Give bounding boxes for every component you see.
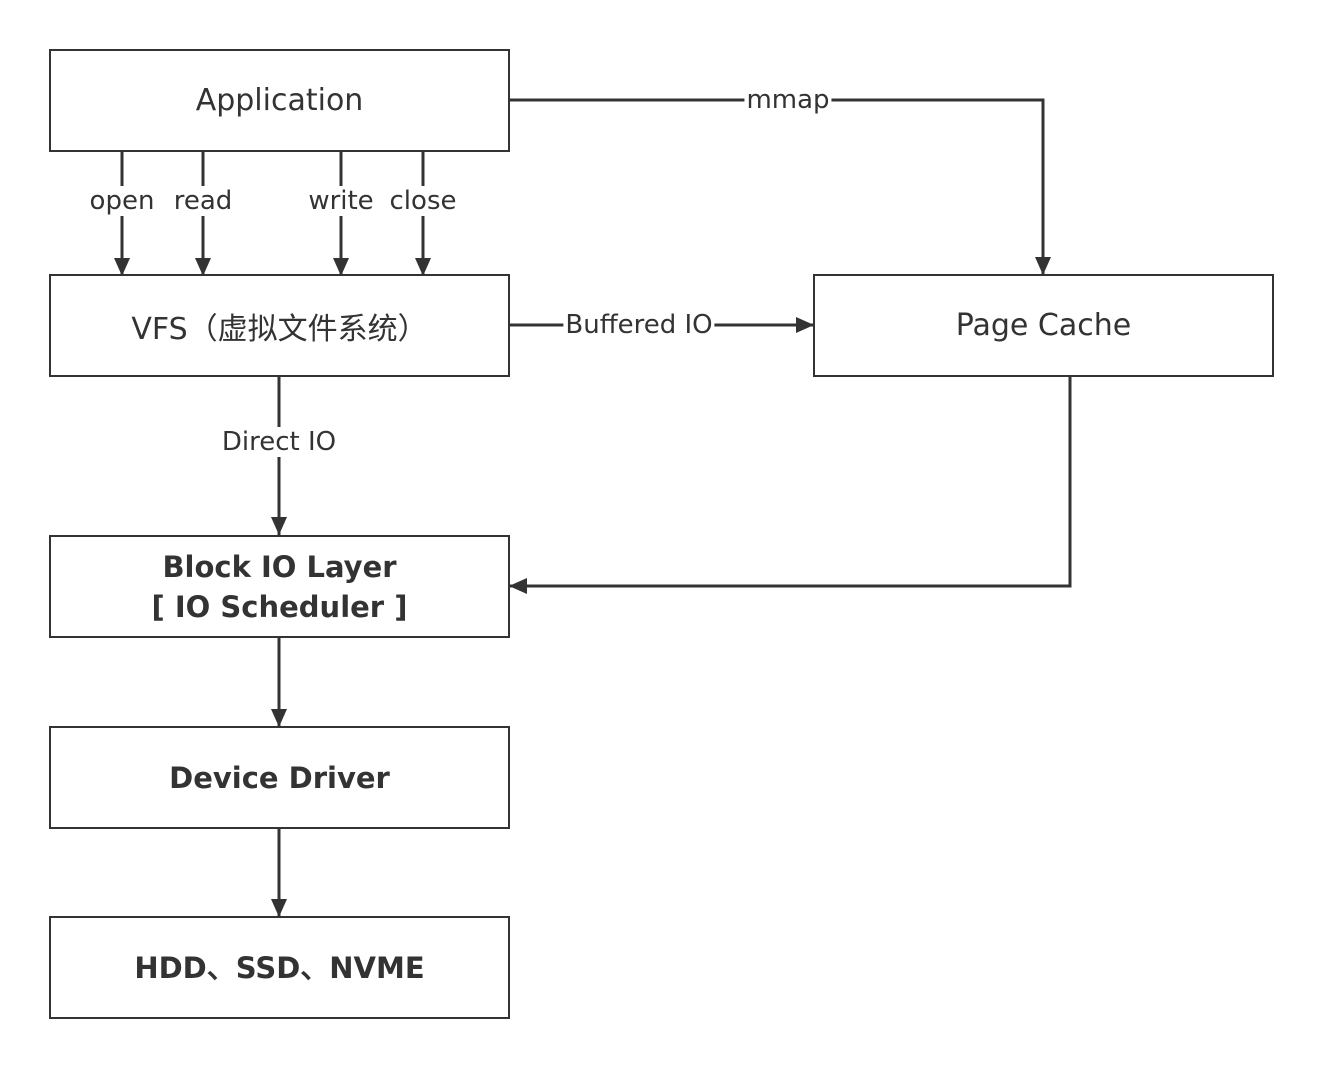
buffered-io-label: Buffered IO [563, 310, 715, 340]
mmap-arrow [509, 98, 1051, 275]
application-label: Application [195, 83, 364, 118]
page-cache-to-block-io-arrow [509, 376, 1072, 594]
io-scheduler-label: [ IO Scheduler ] [151, 589, 408, 624]
device-driver-label: Device Driver [169, 760, 390, 795]
storage-box: HDD、SSD、NVME [49, 916, 510, 1019]
page-cache-label: Page Cache [955, 308, 1132, 343]
block-io-layer-label: Block IO Layer [162, 549, 397, 584]
block-io-layer-box: Block IO Layer [ IO Scheduler ] [49, 535, 510, 638]
vfs-box: VFS（虚拟文件系统） [49, 274, 510, 377]
direct-io-label: Direct IO [219, 427, 339, 457]
page-cache-box: Page Cache [813, 274, 1274, 377]
close-label: close [387, 186, 459, 216]
mmap-label: mmap [744, 85, 832, 115]
read-label: read [171, 186, 235, 216]
write-label: write [306, 186, 376, 216]
open-label: open [87, 186, 157, 216]
storage-label: HDD、SSD、NVME [134, 950, 425, 985]
application-box: Application [49, 49, 510, 152]
device-driver-box: Device Driver [49, 726, 510, 829]
vfs-label: VFS（虚拟文件系统） [131, 311, 428, 347]
